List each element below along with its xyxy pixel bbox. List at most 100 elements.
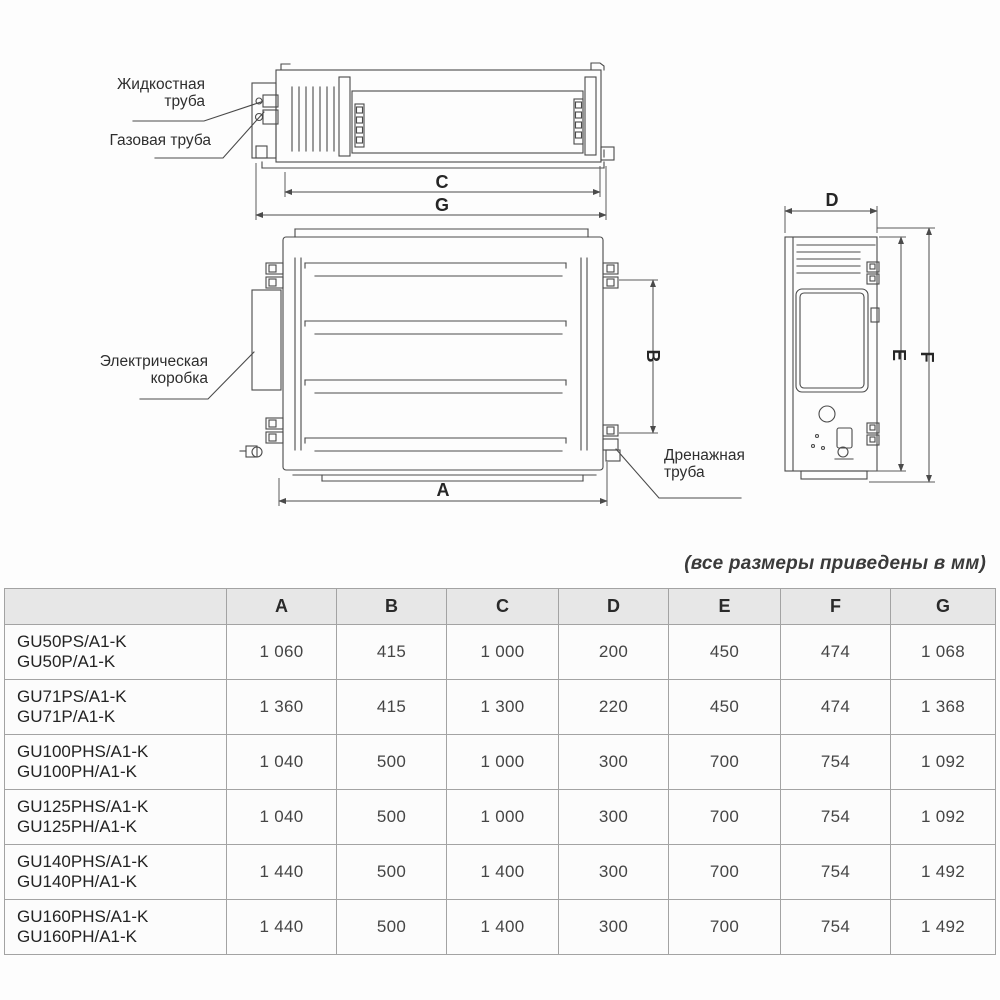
drain-pipe-leader: [615, 448, 742, 499]
model-name: GU100PH/A1-K: [17, 762, 137, 781]
model-cell: GU100PHS/A1-K GU100PH/A1-K: [4, 734, 227, 790]
value-cell-a: 1 040: [226, 789, 337, 845]
value-cell-b: 500: [336, 789, 447, 845]
value-cell-c: 1 000: [446, 789, 559, 845]
model-cell: GU125PHS/A1-K GU125PH/A1-K: [4, 789, 227, 845]
model-name: GU160PH/A1-K: [17, 927, 137, 946]
model-name: GU50P/A1-K: [17, 652, 116, 671]
value-cell-b: 500: [336, 844, 447, 900]
table-row: GU140PHS/A1-K GU140PH/A1-K 1 440 500 1 4…: [4, 844, 996, 900]
value-cell-g: 1 092: [890, 734, 996, 790]
gas-pipe-label: Газовая труба: [109, 132, 211, 149]
value-cell-b: 415: [336, 624, 447, 680]
col-header-f: F: [780, 588, 891, 625]
model-name: GU160PHS/A1-K: [17, 906, 149, 926]
dim-f: F: [869, 227, 937, 483]
value-cell-f: 754: [780, 844, 891, 900]
model-name: GU71P/A1-K: [17, 707, 116, 726]
top-view-drawing: [239, 228, 621, 482]
value-cell-d: 300: [558, 734, 669, 790]
value-cell-d: 300: [558, 899, 669, 955]
front-view-drawing: [251, 62, 615, 169]
dimension-table: A B C D E F G GU50PS/A1-K GU50P/A1-K 1 0…: [4, 588, 996, 955]
model-name: GU125PH/A1-K: [17, 817, 137, 836]
table-row: GU71PS/A1-K GU71P/A1-K 1 360 415 1 300 2…: [4, 679, 996, 735]
col-header-b: B: [336, 588, 447, 625]
value-cell-f: 474: [780, 679, 891, 735]
model-name: GU125PHS/A1-K: [17, 796, 149, 816]
value-cell-c: 1 400: [446, 899, 559, 955]
dim-label-c: C: [436, 172, 449, 192]
dimension-diagram: C G: [132, 62, 937, 506]
dim-label-e: E: [889, 349, 909, 361]
value-cell-c: 1 000: [446, 624, 559, 680]
col-header-d: D: [558, 588, 669, 625]
value-cell-a: 1 360: [226, 679, 337, 735]
value-cell-b: 500: [336, 899, 447, 955]
value-cell-g: 1 068: [890, 624, 996, 680]
value-cell-a: 1 060: [226, 624, 337, 680]
model-name: GU71PS/A1-K: [17, 686, 127, 706]
electrical-box-leader: [139, 351, 255, 400]
model-name: GU50PS/A1-K: [17, 631, 127, 651]
table-row: GU100PHS/A1-K GU100PH/A1-K 1 040 500 1 0…: [4, 734, 996, 790]
dim-label-a: A: [437, 480, 450, 500]
table-body: GU50PS/A1-K GU50P/A1-K 1 060 415 1 000 2…: [4, 624, 996, 955]
dim-e: E: [869, 236, 909, 472]
dim-c: C: [284, 166, 601, 197]
value-cell-a: 1 440: [226, 899, 337, 955]
value-cell-f: 474: [780, 624, 891, 680]
dim-a: A: [278, 462, 608, 506]
model-cell: GU140PHS/A1-K GU140PH/A1-K: [4, 844, 227, 900]
value-cell-d: 300: [558, 789, 669, 845]
value-cell-c: 1 300: [446, 679, 559, 735]
value-cell-c: 1 000: [446, 734, 559, 790]
value-cell-d: 220: [558, 679, 669, 735]
model-name: GU100PHS/A1-K: [17, 741, 149, 761]
dim-label-b: B: [643, 350, 663, 363]
value-cell-e: 700: [668, 899, 781, 955]
value-cell-f: 754: [780, 789, 891, 845]
dim-label-f: F: [917, 352, 937, 363]
table-row: GU125PHS/A1-K GU125PH/A1-K 1 040 500 1 0…: [4, 789, 996, 845]
table-row: GU160PHS/A1-K GU160PH/A1-K 1 440 500 1 4…: [4, 899, 996, 955]
col-header-c: C: [446, 588, 559, 625]
model-cell: GU71PS/A1-K GU71P/A1-K: [4, 679, 227, 735]
dim-b: B: [619, 279, 663, 434]
value-cell-g: 1 368: [890, 679, 996, 735]
value-cell-b: 500: [336, 734, 447, 790]
value-cell-e: 450: [668, 624, 781, 680]
value-cell-a: 1 040: [226, 734, 337, 790]
table-row: GU50PS/A1-K GU50P/A1-K 1 060 415 1 000 2…: [4, 624, 996, 680]
value-cell-e: 700: [668, 734, 781, 790]
electrical-box-label: Электрическая коробка: [99, 353, 208, 388]
header-row: A B C D E F G: [4, 588, 996, 625]
model-name: GU140PH/A1-K: [17, 872, 137, 891]
side-view-drawing: [784, 236, 880, 480]
value-cell-g: 1 492: [890, 844, 996, 900]
col-header-g: G: [890, 588, 996, 625]
value-cell-a: 1 440: [226, 844, 337, 900]
model-cell: GU160PHS/A1-K GU160PH/A1-K: [4, 899, 227, 955]
col-header-a: A: [226, 588, 337, 625]
value-cell-g: 1 092: [890, 789, 996, 845]
dim-label-g: G: [435, 195, 449, 215]
value-cell-g: 1 492: [890, 899, 996, 955]
value-cell-d: 300: [558, 844, 669, 900]
value-cell-b: 415: [336, 679, 447, 735]
col-header-e: E: [668, 588, 781, 625]
dim-g: G: [255, 163, 607, 220]
dim-label-d: D: [826, 190, 839, 210]
gas-pipe-leader: [154, 111, 265, 159]
leader-lines: [132, 101, 742, 499]
value-cell-c: 1 400: [446, 844, 559, 900]
model-name: GU140PHS/A1-K: [17, 851, 149, 871]
table-header: A B C D E F G: [4, 588, 996, 625]
liquid-pipe-label: Жидкостная труба: [116, 76, 205, 111]
dim-d: D: [784, 190, 878, 233]
value-cell-e: 700: [668, 789, 781, 845]
model-cell: GU50PS/A1-K GU50P/A1-K: [4, 624, 227, 680]
value-cell-f: 754: [780, 734, 891, 790]
value-cell-d: 200: [558, 624, 669, 680]
units-note: (все размеры приведены в мм): [684, 553, 986, 574]
